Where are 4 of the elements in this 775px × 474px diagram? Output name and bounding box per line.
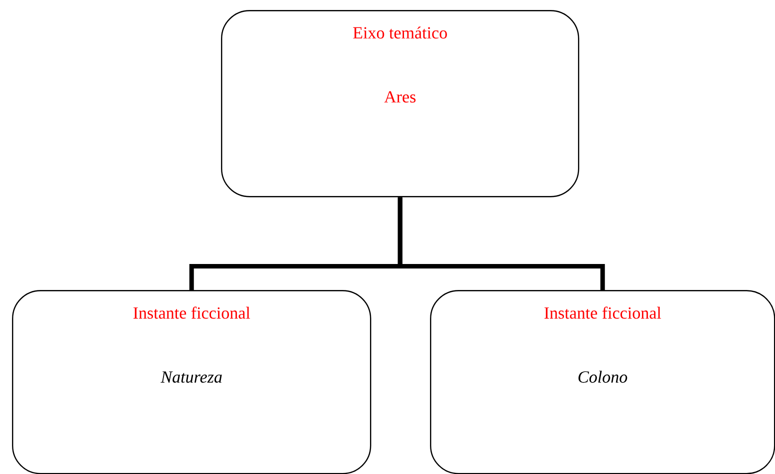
process-box: Instante ficcional Colono	[430, 290, 775, 474]
connector-line	[398, 197, 605, 290]
process-box: Instante ficcional Natureza	[12, 290, 372, 474]
process-box: Eixo temático Ares	[221, 10, 580, 198]
